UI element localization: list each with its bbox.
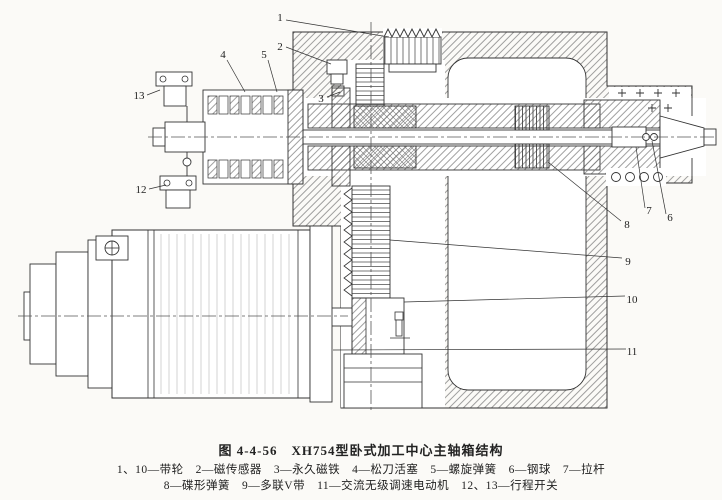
- spindle-nose: [152, 106, 206, 176]
- callout-3: 3: [318, 93, 324, 105]
- callout-9: 9: [625, 256, 631, 268]
- bearing-ball: [611, 172, 621, 182]
- callout-12: 12: [136, 184, 147, 196]
- spindle-assembly: [204, 87, 717, 187]
- callout-labels: 1 2 3 4 5 6 7 8 9 10 11 12 13: [134, 12, 674, 358]
- callout-7: 7: [646, 205, 652, 217]
- figure-legend-1: 1、10—带轮 2—磁传感器 3—永久磁铁 4—松刀活塞 5—螺旋弹簧 6—钢球…: [116, 464, 606, 476]
- callout-1: 1: [277, 12, 283, 24]
- callout-4: 4: [220, 49, 226, 61]
- disc-springs: [514, 105, 550, 131]
- callout-6: 6: [667, 212, 673, 224]
- callout-11: 11: [627, 346, 638, 358]
- drive-motor: [23, 225, 333, 403]
- figure-caption: 图 4-4-56 XH754型卧式加工中心主轴箱结构: [218, 443, 504, 458]
- bearing-ball: [639, 172, 649, 182]
- callout-13: 13: [134, 90, 146, 102]
- leader-lines: [146, 19, 667, 351]
- callout-5: 5: [261, 49, 267, 61]
- disc-springs: [514, 143, 550, 169]
- spindle-pulley-top: [383, 27, 442, 73]
- callout-8: 8: [624, 219, 630, 231]
- v-belt: [355, 63, 385, 107]
- spindle-box-drawing: 1 2 3 4 5 6 7 8 9 10 11 12 13: [18, 12, 717, 410]
- callout-10: 10: [627, 294, 639, 306]
- centerlines: [18, 22, 716, 410]
- limit-switch-bottom: [159, 175, 197, 209]
- limit-switch-top: [155, 71, 193, 107]
- bearing-ball: [625, 172, 635, 182]
- magnetic-sensor: [326, 59, 348, 85]
- caption-block: 图 4-4-56 XH754型卧式加工中心主轴箱结构 1、10—带轮 2—磁传感…: [0, 440, 722, 494]
- callout-2: 2: [277, 41, 283, 53]
- figure-legend-2: 8—碟形弹簧 9—多联V带 11—交流无级调速电动机 12、13—行程开关: [163, 480, 559, 492]
